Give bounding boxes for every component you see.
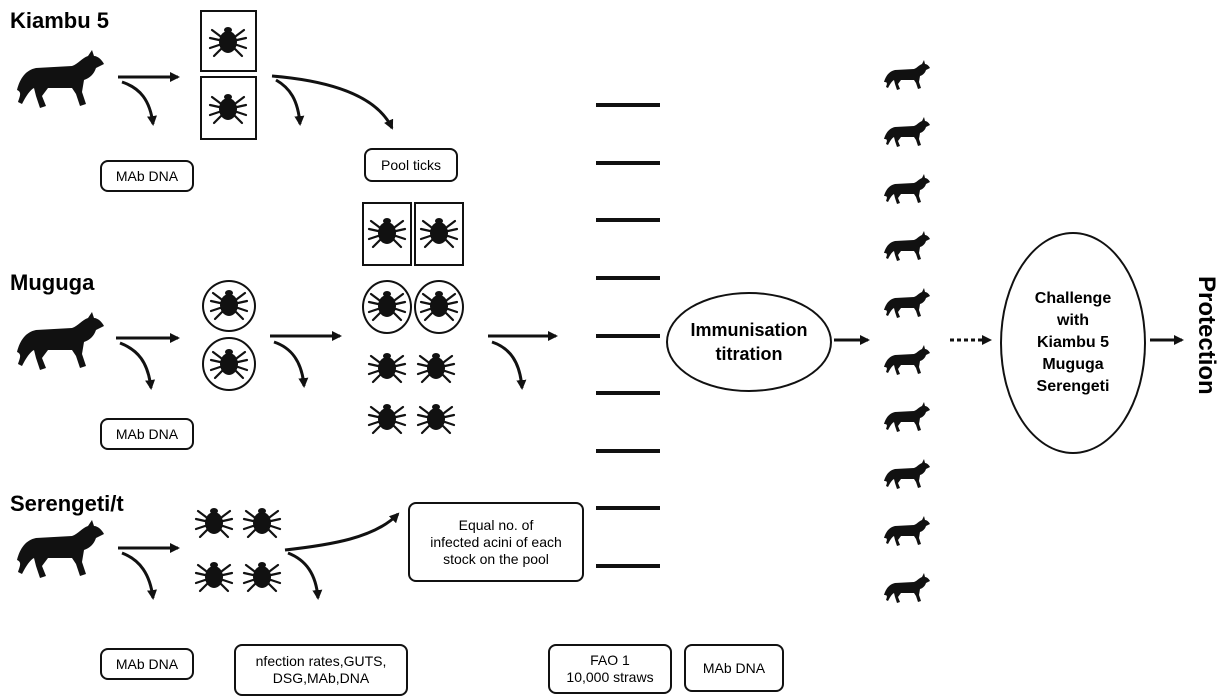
fao-line-1: FAO 1 [590,652,630,668]
straw-lines [596,103,660,568]
protection-label: Protection [1193,276,1220,395]
infection-rates-line-1: nfection rates,GUTS, [255,653,387,669]
tick-icon [416,402,456,435]
arrow-kiambu-to-mab [121,80,157,126]
challenge-line-1: Challenge [1034,290,1112,307]
infection-rates-box: nfection rates,GUTS, DSG,MAb,DNA [234,644,408,696]
tick-frame-circle [414,280,464,334]
challenge-line-3: Kiambu 5 [1036,334,1109,351]
immunisation-titration-ellipse: Immunisation titration [666,292,832,392]
arrow-kiambu-to-pool [271,74,394,130]
immunisation-line-1: Immunisation [690,320,808,340]
fao-straws-box: FAO 1 10,000 straws [548,644,672,694]
immunisation-line-2: titration [715,344,783,364]
challenge-line-4: Muguga [1042,356,1104,373]
tick-frame-square [362,202,412,266]
arrow-serengeti-to-equal [284,512,400,552]
challenge-ellipse: Challenge with Kiambu 5 Muguga Serengeti [1000,232,1146,454]
tick-icon [242,560,282,593]
arrow-serengeti-to-mab [121,551,157,600]
tick-icon [194,560,234,593]
tick-frame-square [414,202,464,266]
challenge-line-2: with [1057,312,1089,329]
arrow-pool-down [491,340,527,390]
tick-icon [194,506,234,539]
tick-frame-circle [362,280,412,334]
equal-pool-line-1: Equal no. of [458,516,534,533]
immunised-cattle-column [884,60,930,603]
stock-label-muguga: Muguga [10,270,95,295]
equal-pool-line-2: infected acini of each [430,533,562,550]
stock-label-serengeti: Serengeti/t [10,491,124,516]
tick-icon [416,351,456,384]
arrow-kiambu-ticks-down [275,78,305,126]
tick-icon [367,351,407,384]
equal-pool-box: Equal no. of infected acini of each stoc… [408,502,584,582]
tick-frame-circle [202,280,256,332]
bull-icon-serengeti [17,520,104,578]
equal-pool-line-3: stock on the pool [443,550,549,567]
bull-icon-kiambu [17,50,104,108]
mab-dna-box-serengeti: MAb DNA [100,648,194,680]
mab-dna-box-straws: MAb DNA [684,644,784,692]
tick-frame-square [200,10,257,72]
tick-icon [367,402,407,435]
fao-line-2: 10,000 straws [566,669,654,685]
mab-dna-box-muguga: MAb DNA [100,418,194,450]
challenge-line-5: Serengeti [1036,378,1110,395]
stock-label-kiambu: Kiambu 5 [10,8,110,33]
tick-frame-square [200,76,257,140]
arrow-serengeti-ticks-down [287,551,323,600]
tick-frame-circle [202,337,256,391]
arrow-muguga-ticks-down [273,340,309,388]
mab-dna-box-kiambu: MAb DNA [100,160,194,192]
tick-icon [242,506,282,539]
arrow-muguga-to-mab [119,341,156,390]
infection-rates-line-2: DSG,MAb,DNA [272,670,370,686]
bull-icon-muguga [17,312,104,370]
pool-ticks-box: Pool ticks [364,148,458,182]
